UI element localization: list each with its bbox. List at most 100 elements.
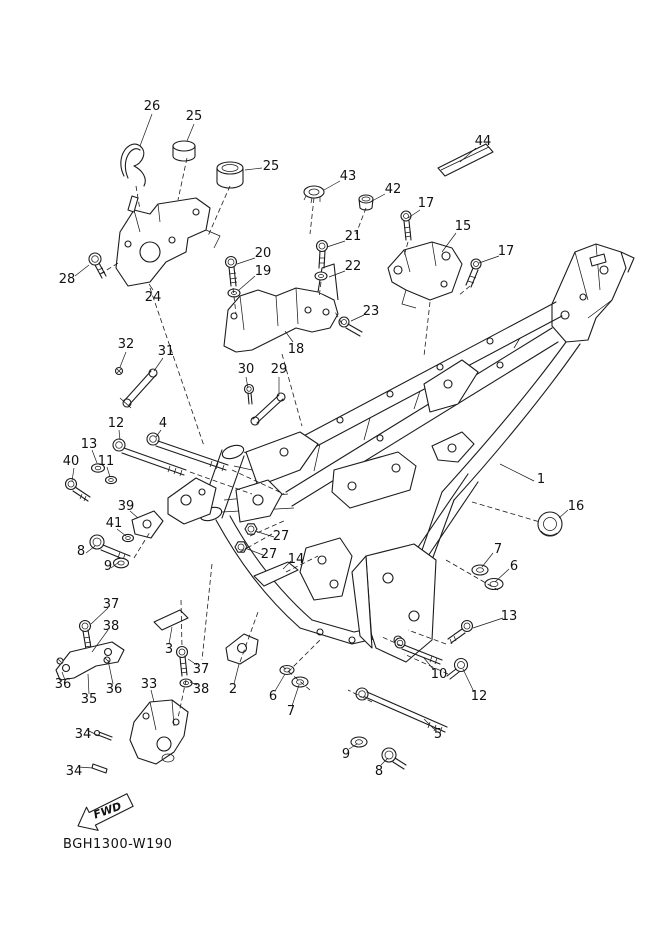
- part-4-bolt: [146, 432, 229, 472]
- part-40-bolt: [64, 477, 91, 502]
- part-14-pad: [253, 561, 299, 587]
- callout-13b: 13: [501, 609, 518, 624]
- part-17-bolt-right: [465, 258, 482, 288]
- callout-42: 42: [385, 182, 402, 197]
- assembly-axis-lines: [99, 157, 541, 719]
- callout-35: 35: [81, 692, 98, 707]
- leader-lines: [61, 113, 569, 769]
- callout-7a: 7: [494, 542, 502, 557]
- callout-2: 2: [229, 682, 237, 697]
- frame-engine-mount: [299, 537, 353, 601]
- part-31-stay: [119, 368, 158, 409]
- part-15-bracket: [387, 241, 463, 309]
- callout-29: 29: [271, 362, 288, 377]
- part-7-washer-right-hole: [476, 567, 484, 573]
- callout-18: 18: [288, 342, 305, 357]
- part-37-bolt-left: [78, 619, 92, 650]
- frame-rear-lower-bracket: [351, 543, 437, 663]
- callout-7b: 7: [287, 704, 295, 719]
- callout-labels: 26 25 25 44 43 42 17 15 21 17 20 22 19 2…: [55, 99, 585, 779]
- part-23-bolt: [338, 316, 363, 337]
- callout-4: 4: [159, 416, 167, 431]
- part-11-washer-hole: [108, 478, 114, 482]
- callout-6a: 6: [510, 559, 518, 574]
- part-12-bolt-right: [446, 657, 469, 680]
- callout-15: 15: [455, 219, 472, 234]
- part-13-washer-left: [90, 463, 106, 473]
- callout-9b: 9: [342, 747, 350, 762]
- callout-1: 1: [537, 472, 545, 487]
- part-9-washer-bottom-hole: [355, 739, 363, 745]
- frame-mid-tab: [431, 431, 475, 463]
- callout-30: 30: [238, 362, 255, 377]
- callout-34b: 34: [66, 764, 83, 779]
- part-12-bolt-left: [112, 438, 187, 477]
- callout-33: 33: [141, 677, 158, 692]
- frame-assembly: [167, 243, 635, 663]
- part-36-screw-left: [56, 657, 64, 665]
- part-21-bolt: [315, 239, 329, 269]
- callout-27a: 27: [273, 529, 290, 544]
- callout-34a: 34: [75, 727, 92, 742]
- callout-20: 20: [255, 246, 272, 261]
- callout-25a: 25: [186, 109, 203, 124]
- part-42-cap: [358, 194, 374, 211]
- callout-8b: 8: [375, 764, 383, 779]
- callout-5: 5: [434, 727, 442, 742]
- callout-6b: 6: [269, 689, 277, 704]
- callout-3: 3: [165, 642, 173, 657]
- frame-center-bracket: [235, 479, 283, 523]
- callout-16: 16: [568, 499, 585, 514]
- part-16-damper: [537, 511, 563, 537]
- frame-front-gusset: [245, 431, 319, 487]
- callout-8a: 8: [77, 544, 85, 559]
- callout-17b: 17: [498, 244, 515, 259]
- part-13-bolt-right: [447, 619, 474, 645]
- part-9-washer-left: [112, 557, 130, 569]
- part-43-grommet: [303, 185, 325, 204]
- part-27-nut-lower: [234, 541, 248, 553]
- frame-mid-bracket: [167, 477, 217, 525]
- callout-28: 28: [59, 272, 76, 287]
- callout-27b: 27: [261, 547, 278, 562]
- part-41-washer-hole: [125, 536, 131, 540]
- frame-subframe-rails: [411, 341, 581, 563]
- callout-38b: 38: [193, 682, 210, 697]
- part-36-screw-right: [103, 656, 111, 664]
- part-32-screw: [114, 366, 124, 376]
- gusset-hole: [279, 447, 289, 457]
- callout-36a: 36: [55, 677, 72, 692]
- callout-40: 40: [63, 454, 80, 469]
- callout-41: 41: [106, 516, 123, 531]
- diagram-code: BGH1300-W190: [63, 837, 172, 852]
- part-3-plate: [153, 609, 189, 631]
- part-6-washer-center: [279, 664, 295, 676]
- callout-26: 26: [144, 99, 161, 114]
- callout-14: 14: [288, 552, 305, 567]
- part-19-washer: [227, 288, 241, 298]
- part-33-bracket: [129, 699, 189, 765]
- part-22-washer: [314, 271, 328, 281]
- part-29-stay: [250, 392, 286, 426]
- callout-32: 32: [118, 337, 135, 352]
- callout-10: 10: [431, 667, 448, 682]
- part-44-strip: [437, 143, 494, 177]
- callout-25b: 25: [263, 159, 280, 174]
- callout-38a: 38: [103, 619, 120, 634]
- part-22-washer-hole: [318, 274, 324, 278]
- part-30-bolt: [243, 383, 255, 405]
- callout-37a: 37: [103, 597, 120, 612]
- callout-9a: 9: [104, 559, 112, 574]
- callout-39: 39: [118, 499, 135, 514]
- part-17-bolt-left: [400, 210, 412, 241]
- fwd-arrow-icon: FWD: [77, 793, 134, 831]
- part-25-cap-small: [172, 140, 196, 162]
- callout-44: 44: [475, 134, 492, 149]
- part-25-cap-large: [216, 161, 244, 189]
- frame-tail-section: [551, 243, 635, 343]
- part-34-pin-lower: [91, 763, 108, 774]
- part-6-washer-right: [484, 577, 504, 591]
- callout-37b: 37: [193, 662, 210, 677]
- frame-cross-plate: [331, 451, 417, 509]
